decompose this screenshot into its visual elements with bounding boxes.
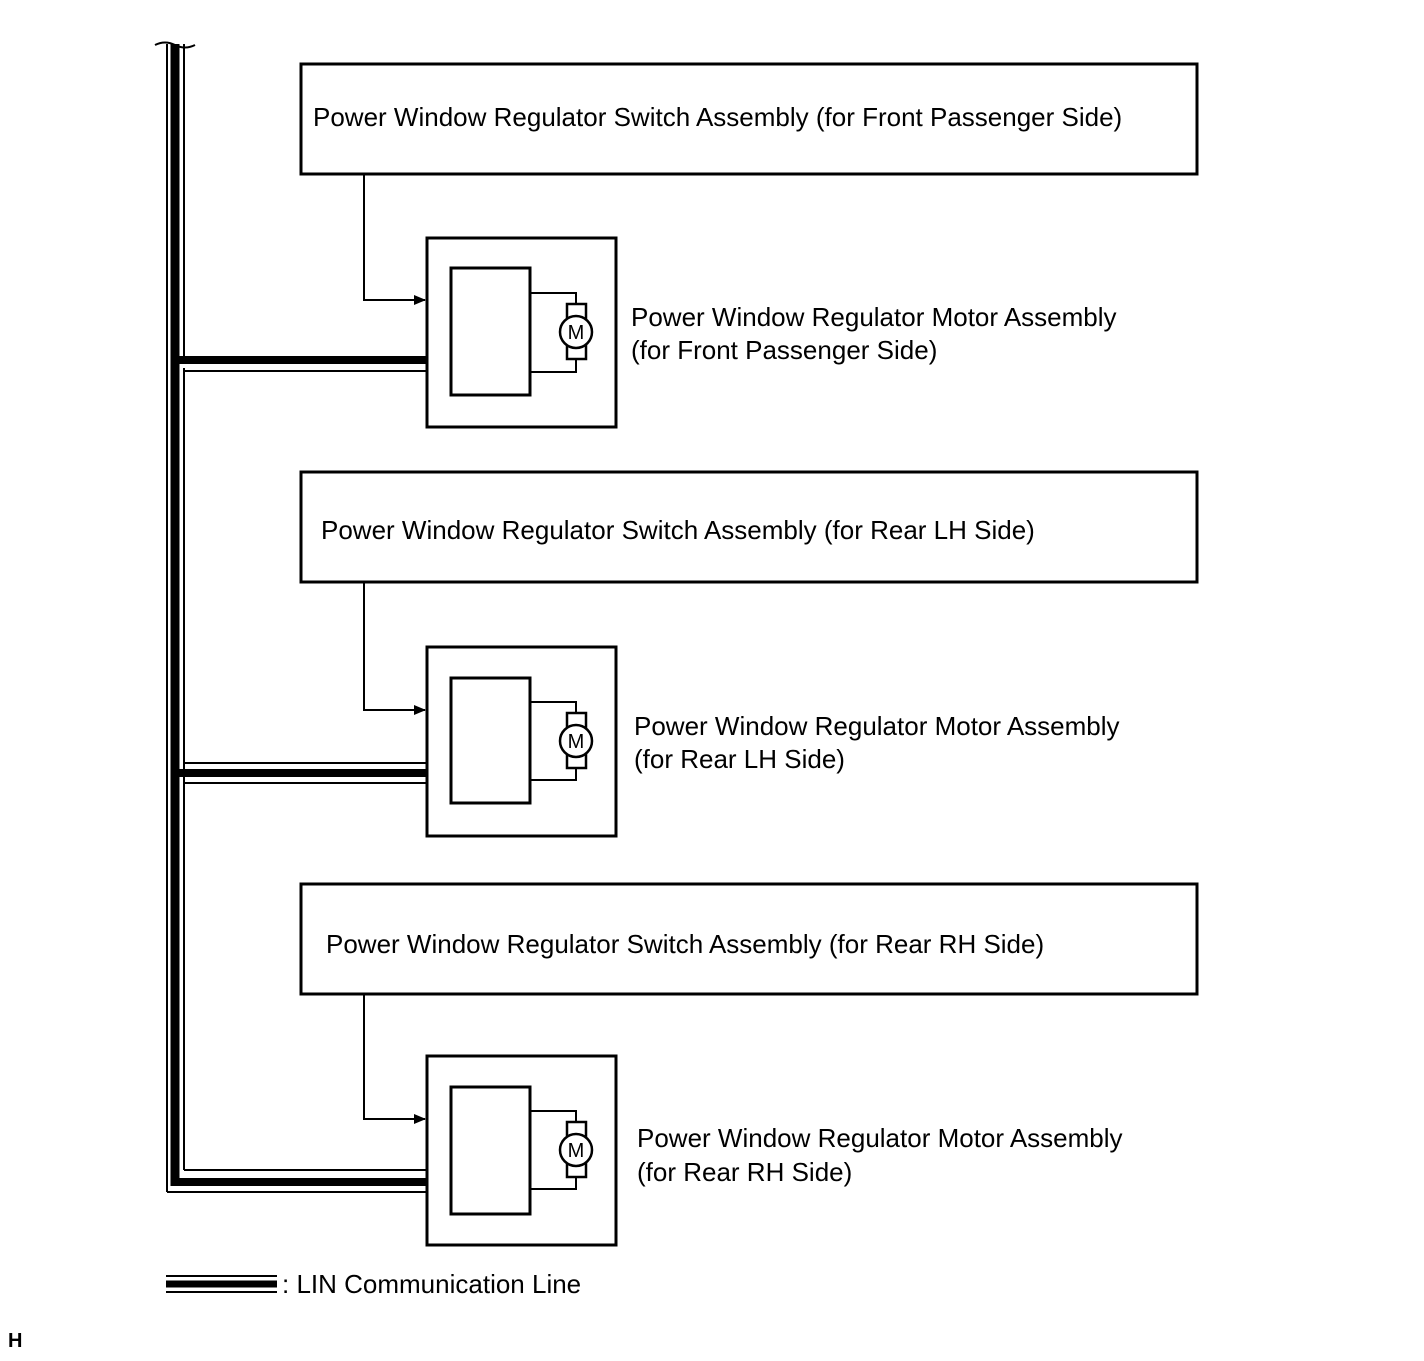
- motor-symbol: M: [568, 731, 585, 753]
- lin-branch-motor-1: [179, 356, 427, 372]
- motor-label-line1: Power Window Regulator Motor Assembly: [637, 1123, 1123, 1153]
- motor-assembly-rear-lh: M: [425, 645, 618, 838]
- figure-corner-mark: H: [8, 1330, 23, 1352]
- motor-icon: [558, 1132, 594, 1168]
- lin-branch-motor-3: [167, 1169, 427, 1193]
- motor-icon: [558, 314, 594, 350]
- switch-assembly-rear-rh: Power Window Regulator Switch Assembly (…: [299, 882, 1199, 996]
- motor-symbol: M: [568, 322, 585, 344]
- switch-assembly-front-passenger: Power Window Regulator Switch Assembly (…: [299, 62, 1199, 176]
- switch-label: Power Window Regulator Switch Assembly (…: [313, 102, 1122, 132]
- switch-assembly-rear-lh: Power Window Regulator Switch Assembly (…: [299, 470, 1199, 584]
- lin-bus-trunk: [154, 41, 196, 1192]
- motor-symbol: M: [568, 1140, 585, 1162]
- lin-branch-motor-2: [179, 762, 427, 784]
- switch-label: Power Window Regulator Switch Assembly (…: [321, 515, 1035, 545]
- switch-label: Power Window Regulator Switch Assembly (…: [326, 929, 1044, 959]
- lin-line-legend-swatch: [166, 1275, 277, 1293]
- motor-label-line2: (for Rear LH Side): [634, 744, 845, 774]
- signal-arrow-1: [363, 174, 426, 305]
- legend-label: : LIN Communication Line: [282, 1269, 581, 1299]
- motor-assembly-front-passenger: M: [425, 236, 618, 429]
- motor-label-line2: (for Front Passenger Side): [631, 335, 937, 365]
- signal-arrow-3: [363, 994, 426, 1124]
- legend: : LIN Communication Line: [166, 1269, 581, 1299]
- motor-assembly-rear-rh: M: [425, 1054, 618, 1247]
- motor-label-line1: Power Window Regulator Motor Assembly: [634, 711, 1120, 741]
- signal-arrow-2: [363, 582, 426, 715]
- motor-icon: [558, 723, 594, 759]
- motor-label-line2: (for Rear RH Side): [637, 1157, 852, 1187]
- motor-label-line1: Power Window Regulator Motor Assembly: [631, 302, 1117, 332]
